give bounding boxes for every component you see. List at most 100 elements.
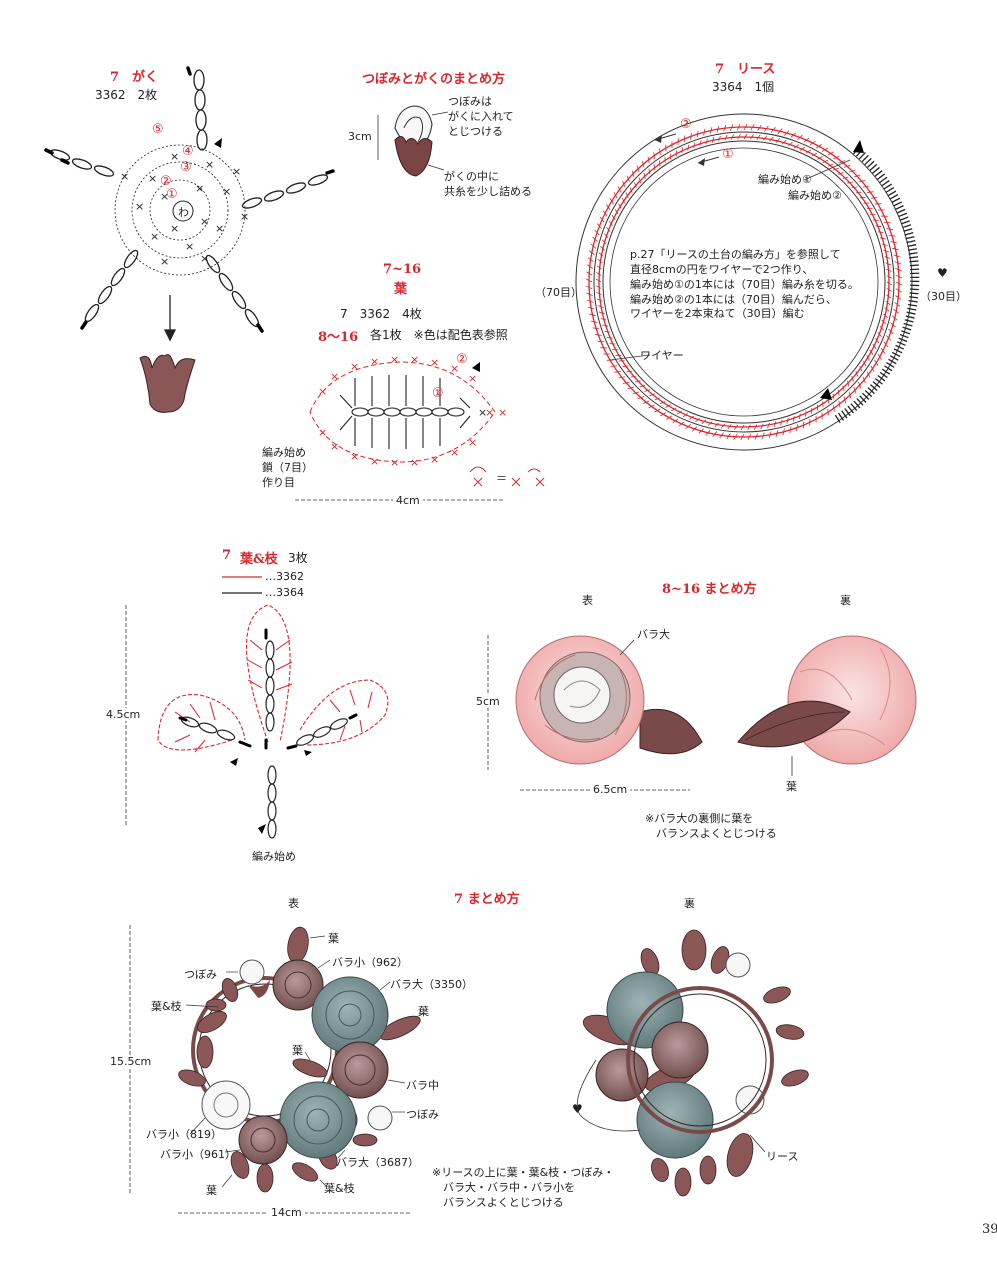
svg-text:×: × (170, 222, 179, 235)
down-arrow-icon (163, 295, 177, 342)
wreath-yarn: 3364 1個 (712, 80, 775, 94)
leaf-start: 編み始め 鎖（7目） 作り目 (262, 446, 313, 489)
svg-text:×: × (232, 165, 241, 178)
tsubomi-title: つぼみとがくのまとめ方 (362, 72, 506, 87)
wreath-right-count: （30目） (920, 290, 967, 303)
tsubomi-note1: つぼみは がくに入れて とじつける (448, 95, 514, 138)
label-wreath: リース (766, 1150, 799, 1163)
assembly7-height: 15.5cm (110, 1055, 152, 1068)
leaf-yarn816: 各1枚 ※色は配色表参照 (370, 328, 508, 342)
heart-icon: ♥ (572, 1102, 583, 1116)
svg-text:×: × (330, 370, 339, 383)
svg-text:×: × (135, 200, 144, 213)
wreath-title: 7 リース (715, 62, 776, 77)
gaku-ring: わ (178, 206, 189, 219)
wreath-mark2: ② (680, 117, 692, 132)
leafbranch-title-num: 7 (222, 548, 232, 563)
assembly816-width: 6.5cm (590, 783, 631, 796)
label-leaf-top: 葉 (328, 932, 339, 945)
gaku-round5: ⑤ (152, 122, 164, 137)
assembly816-note: ※バラ大の裏側に葉を バランスよくとじつける (645, 812, 777, 840)
label-rose-small-961: バラ小（961） (160, 1148, 236, 1161)
label-rose-large-3687: バラ大（3687） (336, 1156, 419, 1169)
label-rose-large-3350: バラ大（3350） (390, 978, 473, 991)
assembly7-note: ※リースの上に葉・葉&枝・つぼみ・ バラ大・バラ中・バラ小を バランスよくとじつ… (432, 1166, 615, 1209)
tsubomi-size: 3cm (348, 130, 372, 143)
svg-text:×: × (318, 385, 327, 398)
assembly-7-front-illustration (129, 925, 421, 1214)
wreath-wire-label: ワイヤー (640, 349, 684, 362)
leafbranch-height: 4.5cm (106, 708, 141, 721)
gaku-round4: ④ (182, 144, 194, 159)
wreath-instructions: p.27「リースの土台の編み方」を参照して 直径8cmの円をワイヤーで2つ作り、… (630, 248, 859, 321)
label-rose-small-962: バラ小（962） (332, 956, 408, 969)
svg-text:×: × (160, 190, 169, 203)
label-leaf-right: 葉 (418, 1005, 429, 1018)
svg-text:×: × (195, 182, 204, 195)
svg-text:×: × (410, 353, 419, 366)
svg-text:×: × (222, 185, 231, 198)
assembly816-height: 5cm (476, 695, 500, 708)
svg-text:×: × (170, 150, 179, 163)
assembly7-back: 裏 (684, 897, 695, 910)
assembly-816-illustration (487, 635, 917, 791)
legend-black-label: …3364 (265, 586, 304, 599)
gaku-round2: ② (160, 174, 172, 189)
wreath-start1: 編み始め① (758, 173, 812, 186)
assembly7-width: 14cm (268, 1206, 305, 1219)
svg-text:×: × (450, 446, 459, 459)
svg-text:×: × (200, 252, 209, 265)
wreath-left-count: （70目） (535, 286, 582, 299)
label-tsubomi-bottom: つぼみ (406, 1108, 439, 1121)
svg-text:×: × (205, 158, 214, 171)
assembly816-back: 裏 (840, 594, 851, 607)
leaf-title: 葉 (394, 282, 408, 297)
leaf-mark1: ① (432, 386, 444, 401)
tsubomi-illustration (377, 105, 449, 177)
svg-text:×: × (215, 222, 224, 235)
svg-text:×: × (410, 456, 419, 469)
label-tsubomi-top: つぼみ (184, 968, 217, 981)
svg-text:×: × (478, 406, 487, 419)
svg-text:×: × (240, 210, 249, 223)
svg-text:×: × (468, 436, 477, 449)
svg-text:×: × (370, 455, 379, 468)
leafbranch-title: 葉&枝 (240, 552, 278, 567)
svg-text:×: × (318, 426, 327, 439)
svg-text:×: × (350, 360, 359, 373)
svg-text:×: × (430, 453, 439, 466)
assembly7-front: 表 (288, 897, 299, 910)
leaf-yarn816-num: 8～16 (318, 330, 359, 345)
svg-text:×: × (200, 215, 209, 228)
leaf-mark2: ② (456, 352, 468, 367)
assembly816-rose-large: バラ大 (637, 628, 670, 641)
gaku-shape (139, 354, 196, 413)
leaf-yarn7: 7 3362 4枚 (340, 307, 422, 321)
leaf-equation: ＝ (496, 472, 507, 485)
label-leaf-bottom: 葉 (206, 1184, 217, 1197)
leafbranch-start: 編み始め (252, 850, 296, 863)
svg-text:×: × (148, 172, 157, 185)
gaku-round3: ③ (180, 160, 192, 175)
gaku-yarn: 3362 2枚 (95, 88, 158, 102)
assembly816-leaf: 葉 (786, 780, 797, 793)
tsubomi-note2: がくの中に 共糸を少し詰める (444, 170, 532, 198)
wreath-mark1: ① (722, 147, 734, 162)
svg-text:×: × (370, 355, 379, 368)
gaku-title: 7 がく (110, 70, 159, 85)
svg-text:×: × (390, 353, 399, 366)
wreath-start2: 編み始め② (788, 189, 842, 202)
svg-text:×: × (450, 362, 459, 375)
label-rose-small-819: バラ小（819） (146, 1128, 222, 1141)
svg-text:×: × (330, 440, 339, 453)
leafbranch-chart (125, 604, 389, 839)
svg-text:×: × (350, 450, 359, 463)
leafbranch-count: 3枚 (288, 551, 308, 565)
svg-text:×: × (120, 170, 129, 183)
assembly816-title: 8~16 まとめ方 (662, 582, 757, 597)
heart-icon: ♥ (937, 266, 948, 280)
svg-text:×: × (150, 230, 159, 243)
assembly-7-back-illustration (576, 929, 809, 1197)
page-number: 39 (982, 1222, 997, 1237)
legend-red-label: …3362 (265, 570, 304, 583)
